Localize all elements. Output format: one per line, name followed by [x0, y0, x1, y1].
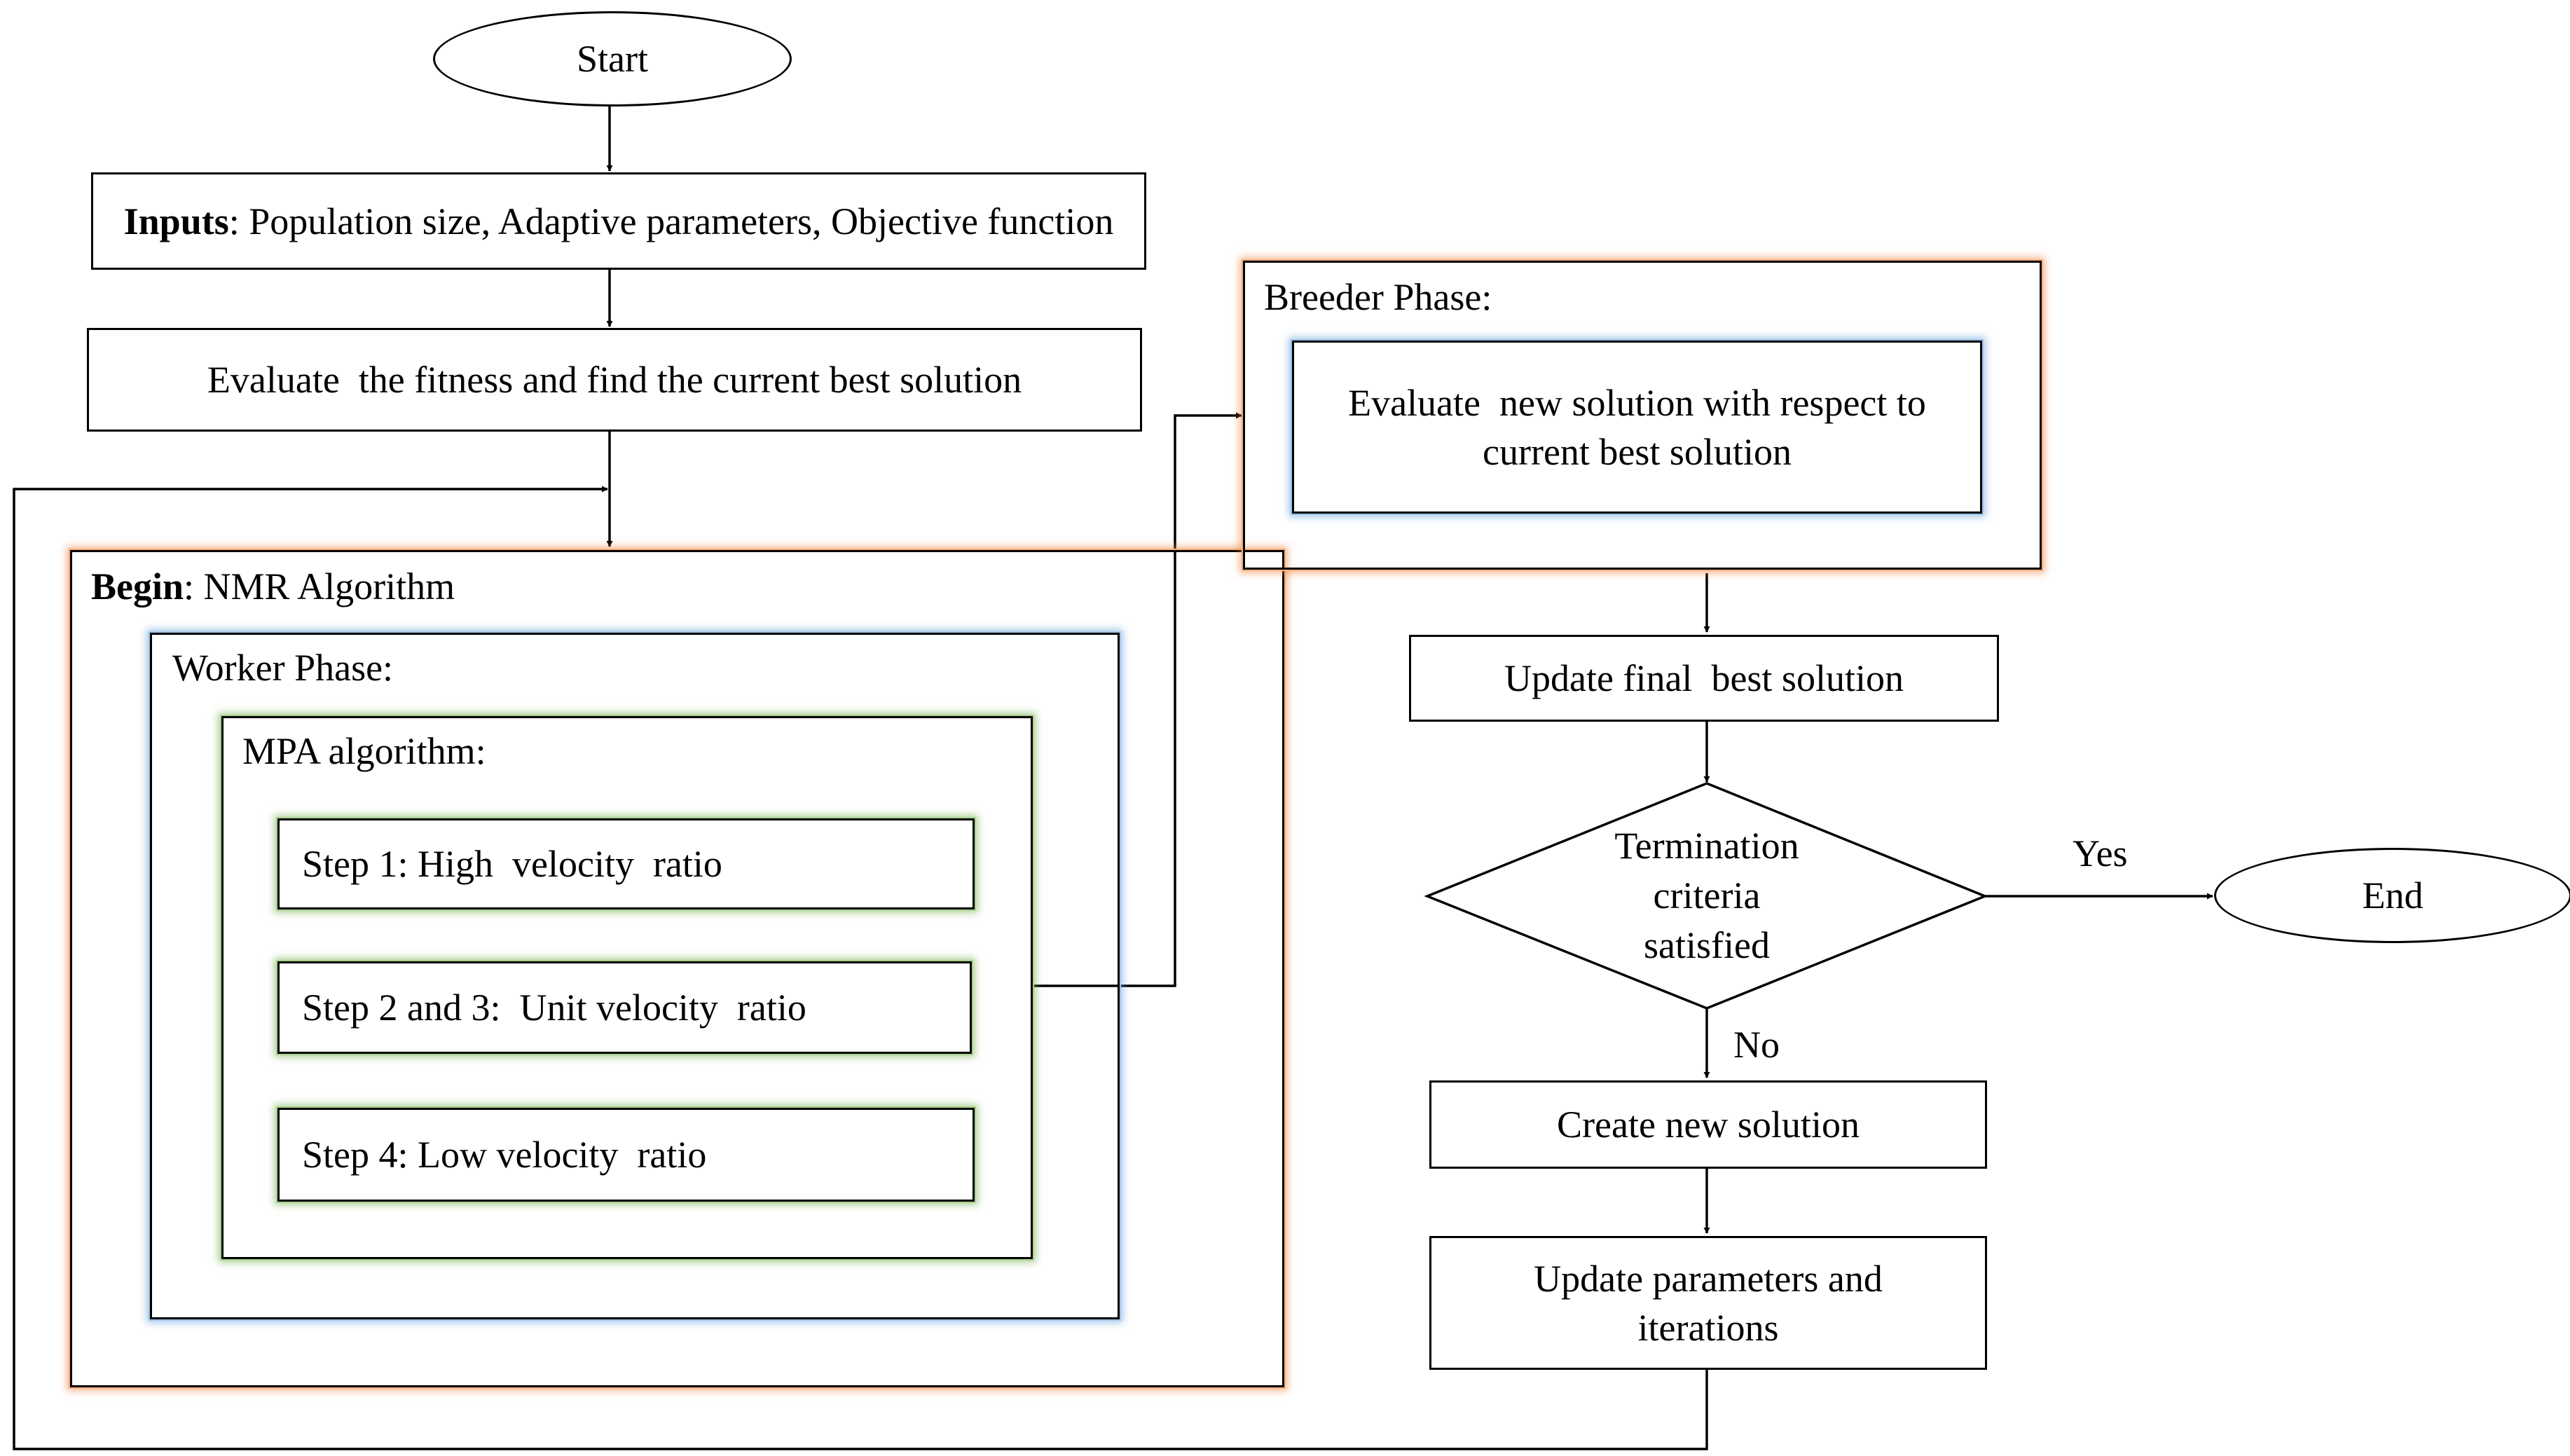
- termination-diamond: [1424, 782, 1988, 1010]
- begin-label: Begin: NMR Algorithm: [91, 562, 455, 611]
- evaluate-fitness-box: Evaluate the fitness and find the curren…: [87, 328, 1142, 432]
- inputs-box: Inputs: Population size, Adaptive parame…: [91, 172, 1146, 270]
- worker-phase-label: Worker Phase:: [172, 647, 394, 689]
- start-terminal: Start: [433, 11, 792, 107]
- create-new-solution-box: Create new solution: [1429, 1080, 1987, 1169]
- breeder-phase-label: Breeder Phase:: [1264, 276, 1492, 318]
- update-final-best-label: Update final best solution: [1504, 657, 1904, 699]
- termination-line-1: Termination: [1614, 825, 1799, 867]
- begin-bold-label: Begin: [91, 565, 184, 607]
- step-4-label: Step 4: Low velocity ratio: [302, 1134, 707, 1176]
- update-parameters-label: Update parameters and iterations: [1534, 1257, 1883, 1349]
- worker-phase-container: [150, 633, 1120, 1319]
- mpa-algorithm-label: MPA algorithm:: [242, 730, 486, 772]
- mpa-algorithm-container: [221, 716, 1033, 1259]
- no-label: No: [1733, 1024, 1780, 1066]
- nmr-algorithm-container: [70, 550, 1284, 1387]
- evaluate-fitness-label: Evaluate the fitness and find the curren…: [207, 359, 1022, 401]
- inputs-text: Inputs: Population size, Adaptive parame…: [124, 197, 1114, 246]
- evaluate-new-solution-label: Evaluate new solution with respect to cu…: [1348, 381, 1936, 473]
- yes-label: Yes: [2073, 832, 2128, 874]
- end-label: End: [2362, 874, 2424, 916]
- step-4-box: Step 4: Low velocity ratio: [277, 1108, 975, 1202]
- step-1-box: Step 1: High velocity ratio: [277, 818, 975, 909]
- termination-line-3: satisfied: [1644, 924, 1770, 966]
- arrow-loop-back: [13, 486, 1708, 1450]
- create-new-solution-label: Create new solution: [1557, 1104, 1860, 1146]
- step-2-3-box: Step 2 and 3: Unit velocity ratio: [277, 961, 972, 1054]
- start-label: Start: [577, 38, 648, 80]
- evaluate-new-solution-box: Evaluate new solution with respect to cu…: [1292, 341, 1982, 514]
- arrow-mpa-to-breeder: [1033, 412, 1242, 987]
- inputs-detail: : Population size, Adaptive parameters, …: [228, 200, 1114, 242]
- begin-detail: : NMR Algorithm: [184, 565, 455, 607]
- inputs-bold-label: Inputs: [123, 200, 229, 242]
- update-final-best-box: Update final best solution: [1409, 635, 1999, 722]
- update-parameters-box: Update parameters and iterations: [1429, 1236, 1987, 1370]
- step-2-3-label: Step 2 and 3: Unit velocity ratio: [302, 987, 806, 1029]
- breeder-phase-container: [1243, 261, 2042, 570]
- termination-text: Termination criteria satisfied: [1532, 821, 1882, 970]
- end-terminal: End: [2214, 848, 2570, 943]
- termination-line-2: criteria: [1653, 874, 1761, 916]
- step-1-label: Step 1: High velocity ratio: [302, 843, 722, 885]
